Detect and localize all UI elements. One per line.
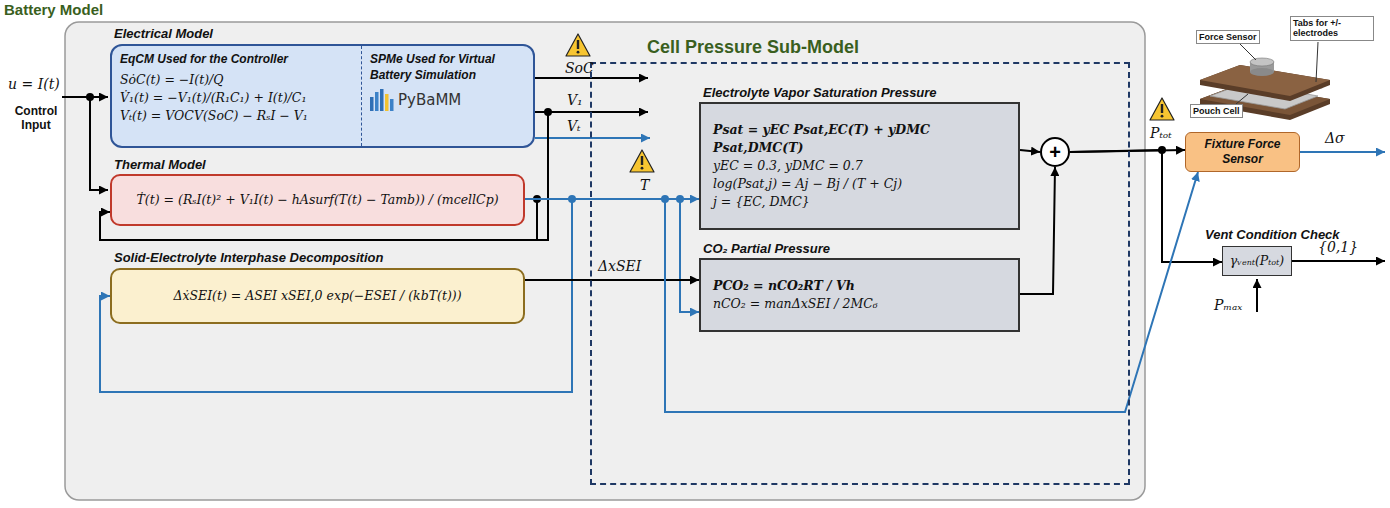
signal-label: Control Input xyxy=(4,104,68,133)
pybamm-icon xyxy=(370,89,394,111)
signal-label: Pₜₒₜ xyxy=(1150,125,1172,141)
signal-label: SoC xyxy=(565,60,594,76)
fixture-force-sensor-box: Fixture Force Sensor xyxy=(1185,132,1300,172)
box-heading: Thermal Model xyxy=(114,157,206,172)
electrical-model-box: Electrical ModelEqCM Used for the Contro… xyxy=(110,44,535,148)
signal-label: ΔxSEI xyxy=(598,258,641,274)
column-title: EqCM Used for the Controller xyxy=(120,52,353,68)
signal-connector xyxy=(525,199,699,312)
signal-connector xyxy=(525,279,699,281)
equation: Ṫ(t) = (RₛI(t)² + V₁I(t) − hAsurf(T(t) −… xyxy=(136,191,498,209)
equation: V̇₁(t) = −V₁(t)/(R₁C₁) + I(t)/C₁ xyxy=(120,89,353,107)
vapor-pressure-box: Electrolyte Vapor Saturation PressurePsa… xyxy=(699,102,1020,230)
equation: Vₜ(t) = VOCV(SoC) − RₛI − V₁ xyxy=(120,107,353,125)
signal-label: {0,1} xyxy=(1318,239,1358,255)
equation: log(Psat,j) = Aj − Bj / (T + Cj) xyxy=(713,175,1006,193)
signal-label: Δσ xyxy=(1325,130,1345,146)
equation: Psat = yEC Psat,EC(T) + yDMC Psat,DMC(T) xyxy=(713,121,1006,157)
box-text: + xyxy=(1049,142,1061,162)
signal-label: V₁ xyxy=(567,92,583,108)
signal-label: T xyxy=(640,177,649,193)
box-text: Fixture Force Sensor xyxy=(1192,137,1293,167)
box-heading: Battery Model xyxy=(4,1,103,18)
vent-check-box: Vent Condition Checkγᵥₑₙₜ(Pₜₒₜ) xyxy=(1222,246,1292,276)
signal-label: u = I(t) xyxy=(8,76,60,92)
box-heading: CO₂ Partial Pressure xyxy=(703,241,830,256)
signal-label: Vₜ xyxy=(567,118,581,134)
cell-pressure-region: Cell Pressure Sub-ModelElectrolyte Vapor… xyxy=(590,62,1130,485)
signal-label: Pouch Cell xyxy=(1190,104,1243,118)
panel-ground xyxy=(65,22,1145,500)
pybamm-logo: PyBaMM xyxy=(370,89,525,111)
signal-label: Force Sensor xyxy=(1196,30,1260,44)
spme-column: SPMe Used for Virtual Battery Simulation… xyxy=(362,46,533,146)
eqcm-column: EqCM Used for the ControllerSȯC(t) = −I(… xyxy=(112,46,362,146)
warning-icon xyxy=(1150,98,1174,120)
signal-label: Pₘₐₓ xyxy=(1214,297,1242,313)
signal-connector xyxy=(100,199,572,392)
box-heading: Electrical Model xyxy=(114,26,213,41)
equation: j = {EC, DMC} xyxy=(713,193,1006,211)
equation: PCO₂ = nCO₂RT / Vh xyxy=(713,277,1006,295)
equation: ΔẋSEI(t) = ASEI xSEI,0 exp(−ESEI / (kbT(… xyxy=(173,287,461,305)
signal-connector xyxy=(1020,150,1040,152)
box-heading: Solid-Electrolyte Interphase Decompositi… xyxy=(114,250,383,265)
signal-connector xyxy=(1020,167,1055,294)
thermal-model-box: Thermal ModelṪ(t) = (RₛI(t)² + V₁I(t) − … xyxy=(110,174,525,226)
warning-icon xyxy=(566,34,590,56)
equation: γᵥₑₙₜ(Pₜₒₜ) xyxy=(1230,252,1284,270)
equation: nCO₂ = manΔxSEI / 2MC₆ xyxy=(713,295,1006,313)
column-title: SPMe Used for Virtual Battery Simulation xyxy=(370,52,525,83)
logo-text: PyBaMM xyxy=(398,91,461,109)
warning-icon xyxy=(630,150,654,172)
sei-decomposition-box: Solid-Electrolyte Interphase Decompositi… xyxy=(110,268,525,324)
equation: yEC = 0.3, yDMC = 0.7 xyxy=(713,157,1006,175)
co2-pressure-box: CO₂ Partial PressurePCO₂ = nCO₂RT / VhnC… xyxy=(699,258,1020,332)
box-heading: Cell Pressure Sub-Model xyxy=(647,36,859,58)
sum-junction: + xyxy=(1040,137,1070,167)
equation: SȯC(t) = −I(t)/Q xyxy=(120,71,353,89)
signal-label: Tabs for +/- electrodes xyxy=(1290,16,1374,41)
box-heading: Electrolyte Vapor Saturation Pressure xyxy=(703,85,937,100)
